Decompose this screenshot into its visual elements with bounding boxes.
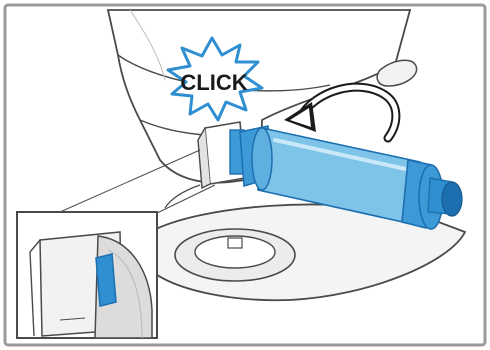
mounting-bracket	[198, 122, 245, 188]
click-label: CLICK	[180, 70, 247, 95]
detail-inset	[17, 212, 157, 338]
